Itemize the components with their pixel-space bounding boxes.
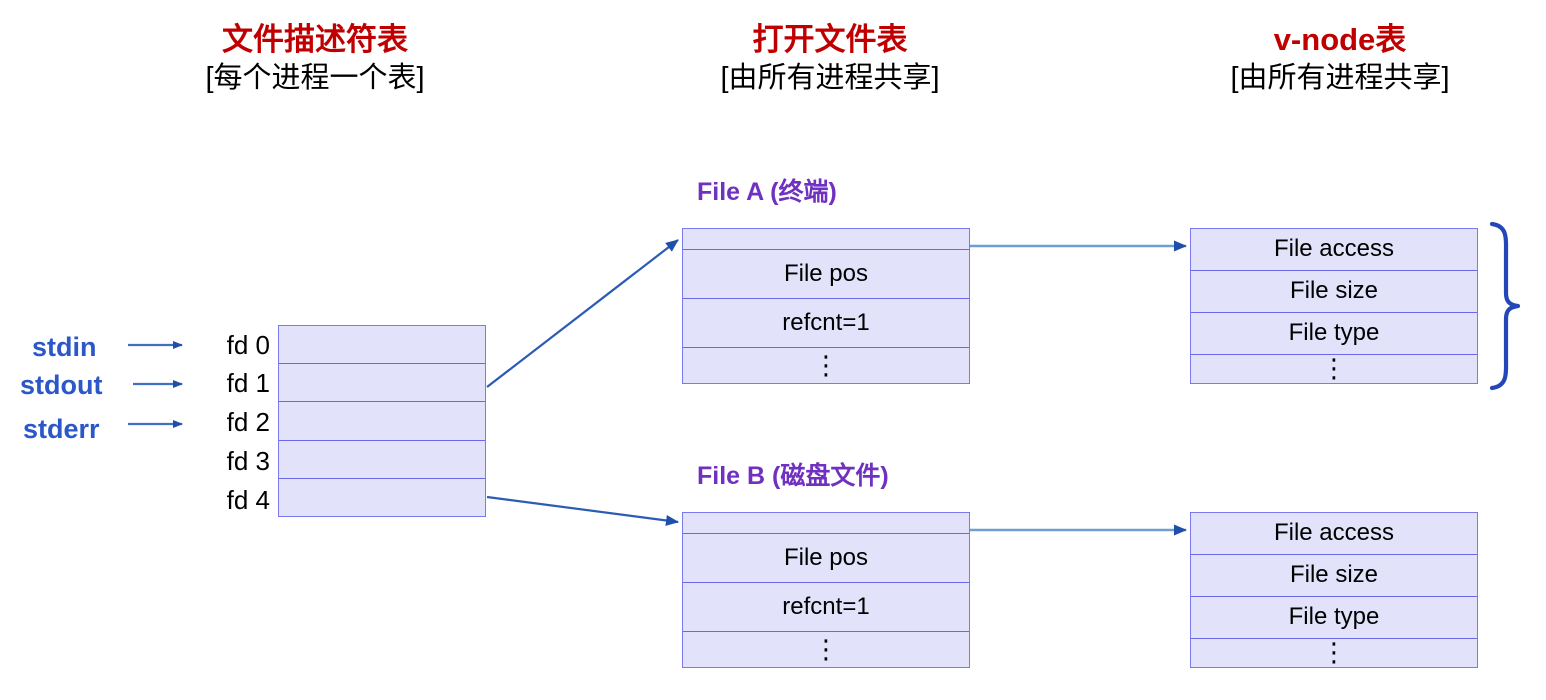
open-file-b-row-ellipsis: ⋮ [813,633,839,664]
column-subtitle: [每个进程一个表] [205,61,425,94]
column-heading-fd-table: 文件描述符表 [每个进程一个表] [75,22,555,95]
open-file-table-a: File pos refcnt=1 ⋮ [682,228,970,384]
fd-table-row [279,402,485,441]
fd-label-0: fd 0 [226,330,270,360]
open-file-b-row-filepos: File pos [683,534,969,583]
vnode-b-row-ellipsis: ⋮ [1321,637,1347,667]
fd-table-row [279,364,485,403]
column-heading-open-files: 打开文件表 [由所有进程共享] [610,22,1050,95]
vnode-b-row-file-access: File access [1191,513,1477,555]
fd-table-row [279,479,485,516]
std-label-stderr: stderr [23,414,100,444]
vnode-a-row-file-size: File size [1191,271,1477,313]
column-title: 打开文件表 [752,22,908,57]
open-file-b-row-handle [683,513,969,534]
vnode-a-row-file-access: File access [1191,229,1477,271]
fd-label-2: fd 2 [226,407,270,437]
fd-label-4: fd 4 [226,485,270,515]
arrow-fd1-to-file-a [486,239,679,388]
vnode-a-row-file-type: File type [1191,313,1477,355]
fd-table-row [279,326,485,365]
column-title: v-node表 [1273,22,1407,57]
open-file-a-row-filepos: File pos [683,250,969,299]
fd-table-row [279,441,485,479]
column-subtitle: [由所有进程共享] [1230,61,1450,94]
file-b-label: File B (磁盘文件) [697,462,889,490]
open-file-a-row-refcnt: refcnt=1 [683,299,969,348]
fd-label-3: fd 3 [226,446,270,476]
column-heading-vnode-table: v-node表 [由所有进程共享] [1130,22,1546,95]
open-file-a-row-ellipsis: ⋮ [813,349,839,380]
vnode-table-b: File access File size File type ⋮ [1190,512,1478,668]
vnode-b-row-file-type: File type [1191,597,1477,639]
vnode-a-row-ellipsis: ⋮ [1321,353,1347,383]
column-subtitle: [由所有进程共享] [720,61,940,94]
vnode-b-row-file-size: File size [1191,555,1477,597]
vnode-a-brace [1489,221,1521,391]
file-a-label: File A (终端) [697,178,837,206]
open-file-table-b: File pos refcnt=1 ⋮ [682,512,970,668]
vnode-table-a: File access File size File type ⋮ [1190,228,1478,384]
open-file-b-row-refcnt: refcnt=1 [683,583,969,632]
fd-table [278,325,486,517]
open-file-a-row-handle [683,229,969,250]
column-title: 文件描述符表 [222,22,408,57]
fd-label-1: fd 1 [226,368,270,398]
arrow-fd4-to-file-b [486,495,679,526]
std-label-stdout: stdout [20,370,103,400]
std-label-stdin: stdin [32,332,97,362]
